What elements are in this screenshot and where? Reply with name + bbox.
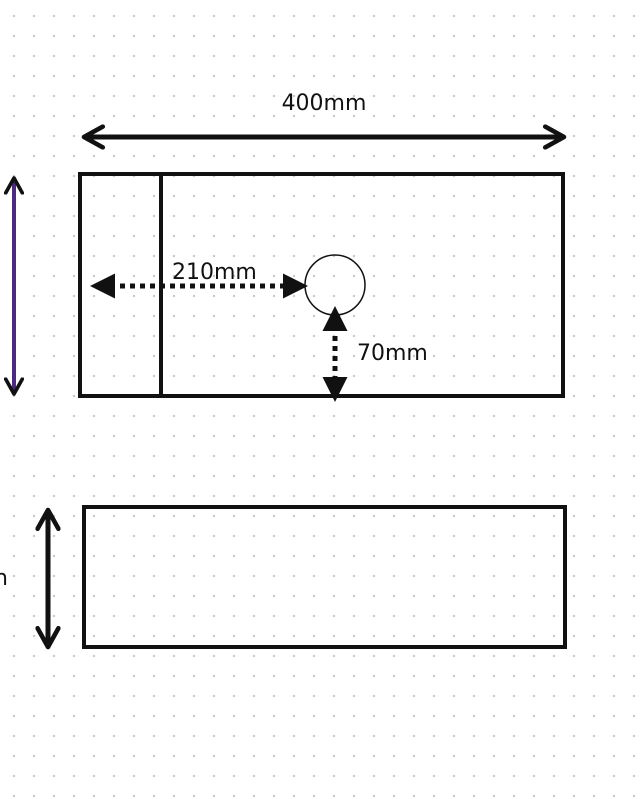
hole-horizontal-label: 210mm (172, 260, 257, 285)
hole-vertical-label: 70mm (357, 341, 428, 366)
hole-circle (304, 254, 366, 316)
side-height-label-fragment: n (0, 566, 8, 591)
top-width-label: 400mm (282, 91, 367, 116)
top-view-panel (78, 172, 565, 398)
side-view-panel (82, 505, 567, 649)
